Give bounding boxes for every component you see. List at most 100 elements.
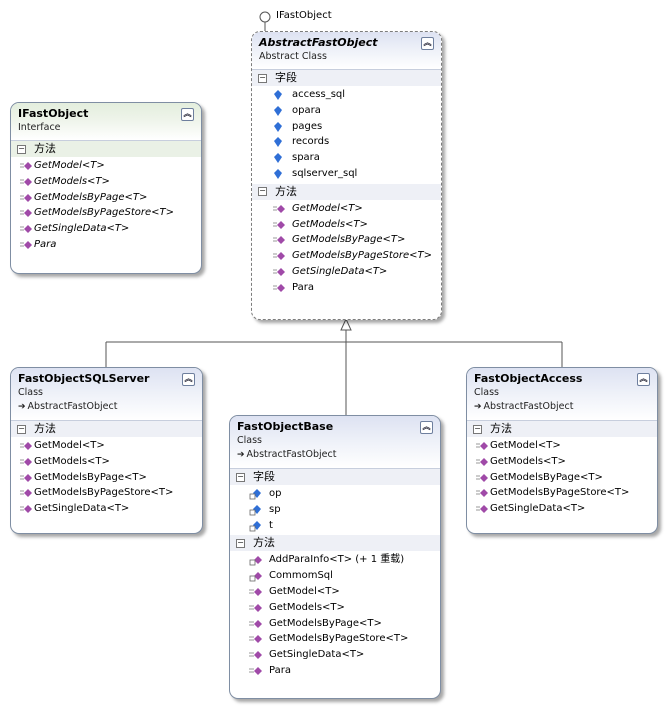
class-header: AbstractFastObject Abstract Class ︽	[252, 32, 441, 70]
method-item[interactable]: GetSingleData<T>	[11, 501, 202, 517]
method-item[interactable]: GetModel<T>	[11, 438, 202, 454]
method-name: Para	[269, 664, 291, 676]
inheritance-arrowhead-icon	[340, 317, 352, 331]
private-field-icon	[249, 504, 261, 516]
section-title: 方法	[34, 422, 56, 435]
section-toggle-icon[interactable]: −	[473, 423, 482, 434]
base-class-name: AbstractFastObject	[246, 449, 337, 460]
methods-section-header[interactable]: −方法	[230, 535, 440, 552]
method-item[interactable]: GetModelsByPageStore<T>	[252, 248, 441, 264]
method-item[interactable]: GetModels<T>	[11, 174, 201, 190]
section-toggle-icon[interactable]: −	[17, 423, 26, 434]
method-name: GetModels<T>	[490, 455, 566, 467]
section-toggle-icon[interactable]: −	[17, 143, 26, 154]
class-box-fastobjectsqlserver[interactable]: FastObjectSQLServer Class ➔AbstractFastO…	[10, 367, 203, 534]
section-toggle-icon[interactable]: −	[236, 537, 245, 548]
method-item[interactable]: GetSingleData<T>	[230, 647, 440, 663]
field-item[interactable]: opara	[252, 103, 441, 119]
interface-lollipop-icon	[259, 11, 271, 23]
method-item[interactable]: AddParaInfo<T> (+ 1 重载)	[230, 552, 440, 568]
fields-section-header[interactable]: −字段	[252, 70, 441, 86]
method-item[interactable]: GetModel<T>	[230, 584, 440, 600]
method-name: GetModel<T>	[490, 440, 561, 451]
section-toggle-icon[interactable]: −	[258, 72, 267, 83]
method-item[interactable]: GetSingleData<T>	[467, 501, 657, 517]
inherit-arrow-icon: ➔	[237, 450, 245, 460]
method-icon	[273, 235, 285, 245]
field-item[interactable]: pages	[252, 119, 441, 135]
field-icon	[273, 137, 285, 148]
class-header: IFastObject Interface ︽	[11, 103, 201, 141]
method-item[interactable]: GetModelsByPage<T>	[11, 470, 202, 486]
collapse-chevron-icon[interactable]: ︽	[182, 373, 195, 386]
class-name: FastObjectBase	[237, 420, 334, 433]
method-item[interactable]: Para	[11, 237, 201, 253]
method-item[interactable]: CommomSql	[230, 568, 440, 584]
field-name: records	[292, 136, 330, 148]
collapse-chevron-icon[interactable]: ︽	[421, 37, 434, 50]
methods-section-header[interactable]: −方法	[11, 141, 201, 157]
method-list: GetModel<T> GetModels<T> GetModelsByPage…	[252, 200, 441, 298]
method-name: GetModel<T>	[34, 440, 105, 451]
field-icon	[273, 153, 285, 164]
class-stereotype: Interface	[18, 122, 61, 133]
field-name: opara	[292, 104, 321, 116]
field-item[interactable]: access_sql	[252, 87, 441, 103]
method-item[interactable]: GetModelsByPageStore<T>	[467, 485, 657, 501]
field-item[interactable]: sqlserver_sql	[252, 166, 441, 182]
method-item[interactable]: GetModelsByPageStore<T>	[230, 631, 440, 647]
method-item[interactable]: GetModelsByPage<T>	[467, 470, 657, 486]
field-item[interactable]: op	[230, 486, 440, 502]
method-list: GetModel<T> GetModels<T> GetModelsByPage…	[11, 437, 202, 519]
method-name: GetModel<T>	[269, 585, 340, 597]
method-item[interactable]: GetModelsByPage<T>	[252, 232, 441, 248]
methods-section-header[interactable]: −方法	[467, 421, 657, 437]
fields-section-header[interactable]: −字段	[230, 469, 440, 485]
base-class-name: AbstractFastObject	[27, 401, 118, 412]
method-item[interactable]: GetModelsByPageStore<T>	[11, 205, 201, 221]
method-item[interactable]: GetModels<T>	[467, 454, 657, 470]
method-item[interactable]: GetModels<T>	[252, 217, 441, 233]
field-item[interactable]: spara	[252, 150, 441, 166]
class-box-fastobjectbase[interactable]: FastObjectBase Class ➔AbstractFastObject…	[229, 415, 441, 699]
field-item[interactable]: sp	[230, 502, 440, 518]
section-toggle-icon[interactable]: −	[258, 186, 267, 197]
field-item[interactable]: records	[252, 134, 441, 150]
method-icon	[20, 504, 32, 514]
method-icon	[476, 488, 488, 498]
method-item[interactable]: Para	[252, 280, 441, 296]
method-item[interactable]: GetModelsByPageStore<T>	[11, 485, 202, 501]
interface-method-icon	[20, 224, 32, 234]
method-name: GetSingleData<T>	[34, 503, 130, 515]
class-name: FastObjectSQLServer	[18, 372, 150, 385]
method-item[interactable]: GetModel<T>	[252, 201, 441, 217]
method-item[interactable]: GetModels<T>	[230, 600, 440, 616]
field-item[interactable]: t	[230, 518, 440, 534]
method-item[interactable]: GetModels<T>	[11, 454, 202, 470]
method-item[interactable]: GetModelsByPage<T>	[230, 616, 440, 632]
inherit-arrow-icon: ➔	[18, 402, 26, 412]
collapse-chevron-icon[interactable]: ︽	[181, 108, 194, 121]
collapse-chevron-icon[interactable]: ︽	[637, 373, 650, 386]
method-name: GetModelsByPageStore<T>	[34, 487, 174, 499]
method-item[interactable]: Para	[230, 663, 440, 679]
class-box-fastobjectaccess[interactable]: FastObjectAccess Class ➔AbstractFastObje…	[466, 367, 658, 534]
collapse-chevron-icon[interactable]: ︽	[420, 421, 433, 434]
method-icon	[249, 634, 262, 644]
method-item[interactable]: GetSingleData<T>	[252, 264, 441, 280]
field-name: access_sql	[292, 89, 346, 100]
class-box-abstractfastobject[interactable]: AbstractFastObject Abstract Class ︽ −字段 …	[251, 31, 442, 320]
methods-section-header[interactable]: −方法	[11, 421, 202, 437]
method-icon	[476, 457, 488, 467]
method-item[interactable]: GetModel<T>	[11, 158, 201, 174]
interface-method-icon	[20, 208, 32, 218]
method-item[interactable]: GetModel<T>	[467, 438, 657, 454]
class-box-ifastobject[interactable]: IFastObject Interface ︽ −方法 GetModel<T> …	[10, 102, 202, 274]
method-icon	[20, 488, 32, 498]
methods-section-header[interactable]: −方法	[252, 183, 441, 200]
section-toggle-icon[interactable]: −	[236, 471, 245, 482]
private-method-icon	[249, 571, 262, 582]
method-item[interactable]: GetSingleData<T>	[11, 221, 201, 237]
method-item[interactable]: GetModelsByPage<T>	[11, 190, 201, 206]
method-list: AddParaInfo<T> (+ 1 重载) CommomSql GetMod…	[230, 551, 440, 680]
